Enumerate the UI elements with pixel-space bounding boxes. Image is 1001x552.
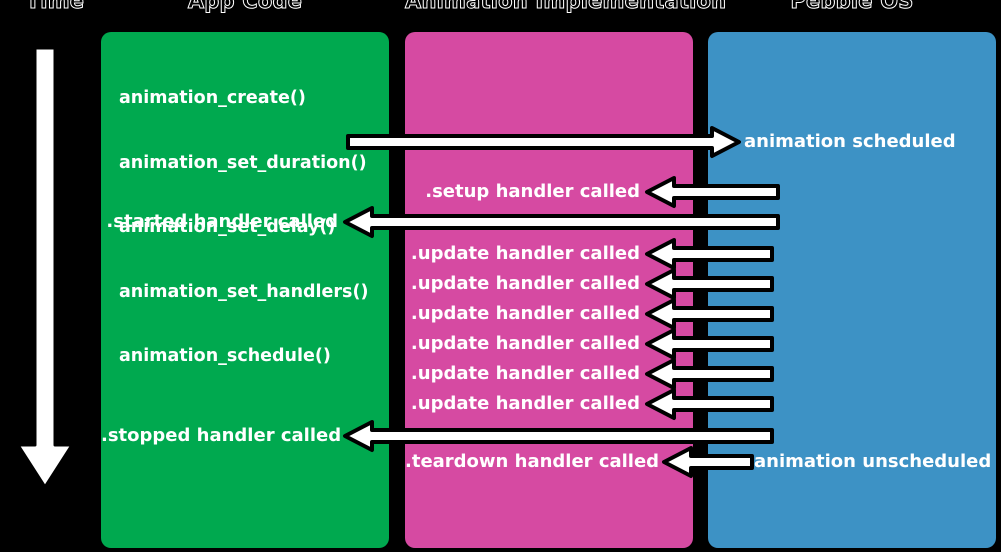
- code-line: animation_set_handlers(): [119, 281, 369, 302]
- label-teardown-handler: .teardown handler called: [405, 451, 660, 472]
- code-line: animation_set_delay(): [119, 217, 336, 237]
- label-setup-handler: .setup handler called: [425, 181, 640, 202]
- code-line: animation_schedule(): [119, 346, 331, 366]
- label-update-handler-6: .update handler called: [410, 393, 640, 414]
- code-line: animation_set_duration(): [119, 152, 367, 173]
- label-update-handler-5: .update handler called: [410, 363, 640, 384]
- column-header-pebble-os: Pebble OS: [790, 0, 914, 14]
- label-started-handler: .started handler called: [106, 211, 338, 232]
- lane-app-code: [101, 32, 389, 548]
- column-header-time: Time: [25, 0, 85, 14]
- code-line: animation_create(): [119, 88, 306, 108]
- time-axis-arrow-icon: [16, 46, 74, 489]
- app-code-call-list: animation_create() animation_set_duratio…: [119, 45, 368, 411]
- label-animation-scheduled: animation scheduled: [744, 131, 956, 152]
- label-update-handler-3: .update handler called: [410, 303, 640, 324]
- label-update-handler-2: .update handler called: [410, 273, 640, 294]
- column-header-app-code: App Code: [187, 0, 303, 14]
- label-update-handler-4: .update handler called: [410, 333, 640, 354]
- label-animation-unscheduled: animation unscheduled: [754, 451, 992, 472]
- label-update-handler-1: .update handler called: [410, 243, 640, 264]
- column-header-animation-implementation: Animation Implementation: [405, 0, 727, 14]
- label-stopped-handler: .stopped handler called: [101, 425, 342, 446]
